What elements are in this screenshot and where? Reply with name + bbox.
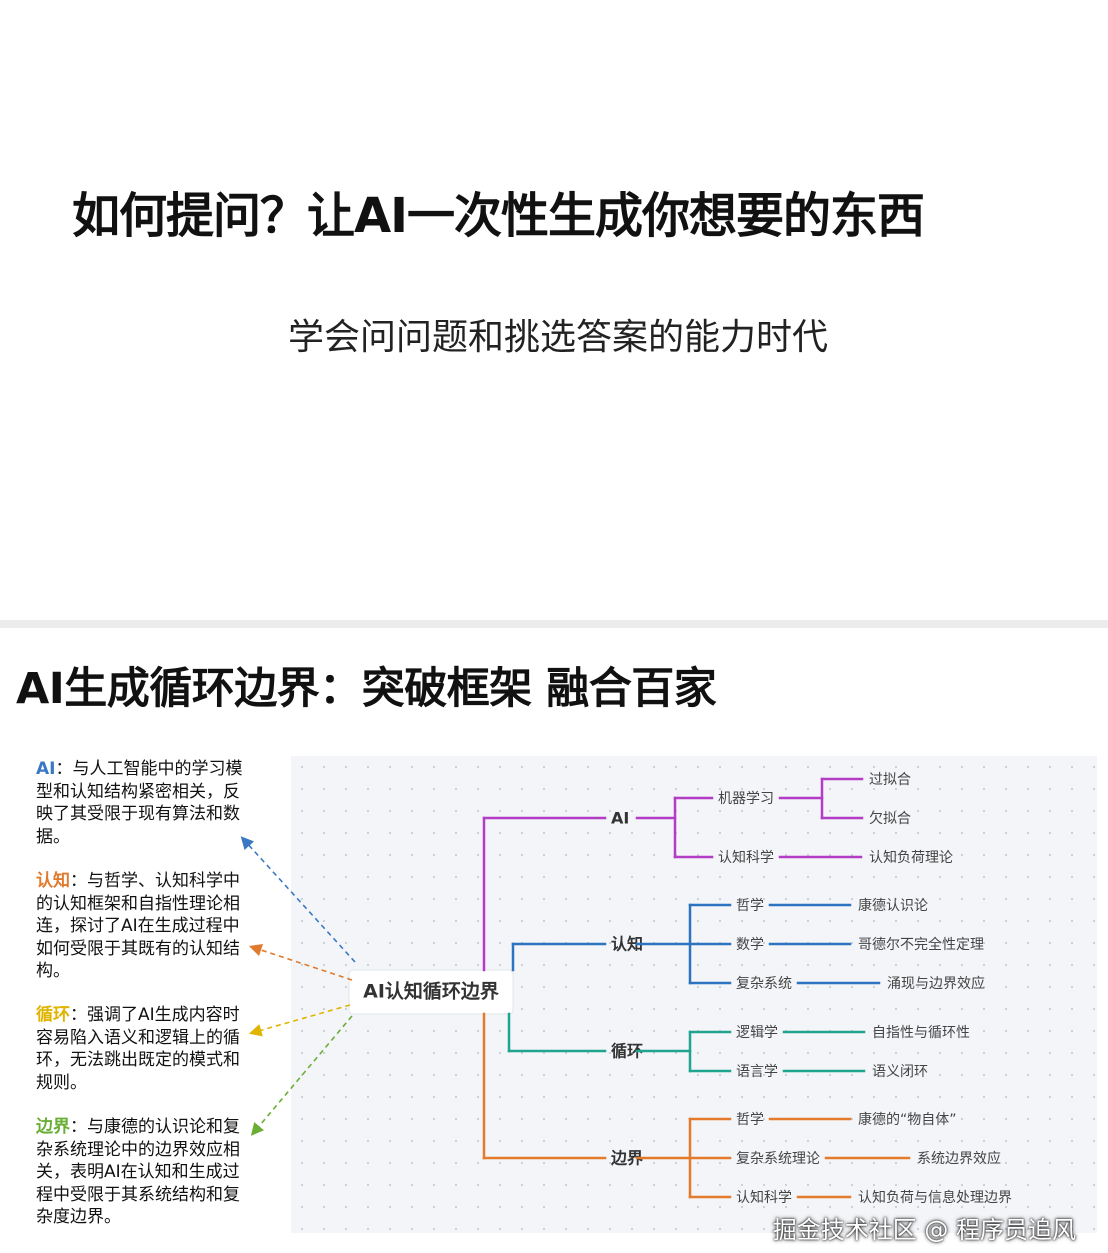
leaf-label: 语义闭环 [872, 1064, 928, 1080]
leaf-label: 康德的“物自体” [858, 1111, 957, 1128]
mindmap-svg: AI认知循环边界AI机器学习过拟合欠拟合认知科学认知负荷理论认知哲学康德认识论数… [348, 772, 1012, 1206]
slide-1: 如何提问？让AI一次性生成你想要的东西 学会问问题和挑选答案的能力时代 [0, 0, 1108, 620]
note-sep: ： [55, 759, 73, 779]
child-label: 哲学 [736, 1112, 764, 1128]
note-text: 与康德的认识论和复杂系统理论中的边界效应相关，表明AI在认知和生成过程中受限于其… [36, 1117, 240, 1227]
child-label: 哲学 [736, 898, 764, 914]
branch-label: 认知 [611, 935, 643, 954]
child-label: 机器学习 [718, 791, 774, 807]
note-cognition: 认知：与哲学、认知科学中的认知框架和自指性理论相连，探讨了AI在生成过程中如何受… [36, 870, 248, 983]
leaf-label: 认知负荷与信息处理边界 [858, 1189, 1012, 1206]
leaf-label: 哥德尔不完全性定理 [858, 936, 984, 953]
leaf-label: 欠拟合 [869, 811, 911, 827]
note-ai: AI：与人工智能中的学习模型和认知结构紧密相关，反映了其受限于现有算法和数据。 [36, 758, 248, 848]
note-sep: ： [70, 1117, 87, 1137]
watermark: 掘金技术社区 @ 程序员追风 [772, 1216, 1076, 1244]
slide-1-title: 如何提问？让AI一次性生成你想要的东西 [72, 188, 925, 244]
child-label: 语言学 [736, 1064, 778, 1080]
child-label: 复杂系统理论 [736, 1150, 820, 1167]
child-label: 数学 [736, 937, 764, 953]
note-loop: 循环：强调了AI生成内容时容易陷入语义和逻辑上的循环，无法跳出既定的模式和规则。 [36, 1004, 248, 1094]
leaf-label: 系统边界效应 [917, 1150, 1001, 1167]
slide-1-subtitle: 学会问问题和挑选答案的能力时代 [288, 317, 829, 358]
leaf-label: 涌现与边界效应 [887, 975, 985, 992]
note-text: 强调了AI生成内容时容易陷入语义和逻辑上的循环，无法跳出既定的模式和规则。 [36, 1005, 240, 1093]
note-sep: ： [70, 871, 87, 891]
leaf-label: 康德认识论 [858, 897, 928, 914]
branch-label: 边界 [610, 1149, 643, 1168]
leaf-label: 自指性与循环性 [872, 1025, 970, 1041]
slide-divider [0, 620, 1108, 628]
note-key: 循环 [36, 1005, 70, 1025]
note-key: 认知 [36, 871, 70, 891]
root-node-box [348, 969, 514, 1015]
leaf-label: 认知负荷理论 [869, 849, 953, 866]
root-node-label: AI认知循环边界 [363, 980, 499, 1003]
child-label: 复杂系统 [736, 975, 792, 992]
note-key: 边界 [36, 1117, 70, 1137]
note-boundary: 边界：与康德的认识论和复杂系统理论中的边界效应相关，表明AI在认知和生成过程中受… [36, 1116, 248, 1229]
note-key: AI [36, 759, 56, 779]
child-label: 逻辑学 [736, 1025, 778, 1041]
branch-label: 循环 [611, 1042, 643, 1061]
note-sep: ： [70, 1005, 87, 1025]
slide-2: AI生成循环边界：突破框架 融合百家 AI：与人工智能中的学习模型和认知结构紧密… [0, 628, 1108, 1253]
child-label: 认知科学 [736, 1189, 792, 1206]
note-text: 与人工智能中的学习模型和认知结构紧密相关，反映了其受限于现有算法和数据。 [36, 759, 243, 847]
leaf-label: 过拟合 [869, 772, 911, 788]
slide-2-title: AI生成循环边界：突破框架 融合百家 [16, 664, 717, 714]
child-label: 认知科学 [718, 849, 774, 866]
branch-label: AI [611, 809, 629, 828]
note-text: 与哲学、认知科学中的认知框架和自指性理论相连，探讨了AI在生成过程中如何受限于其… [36, 871, 240, 981]
